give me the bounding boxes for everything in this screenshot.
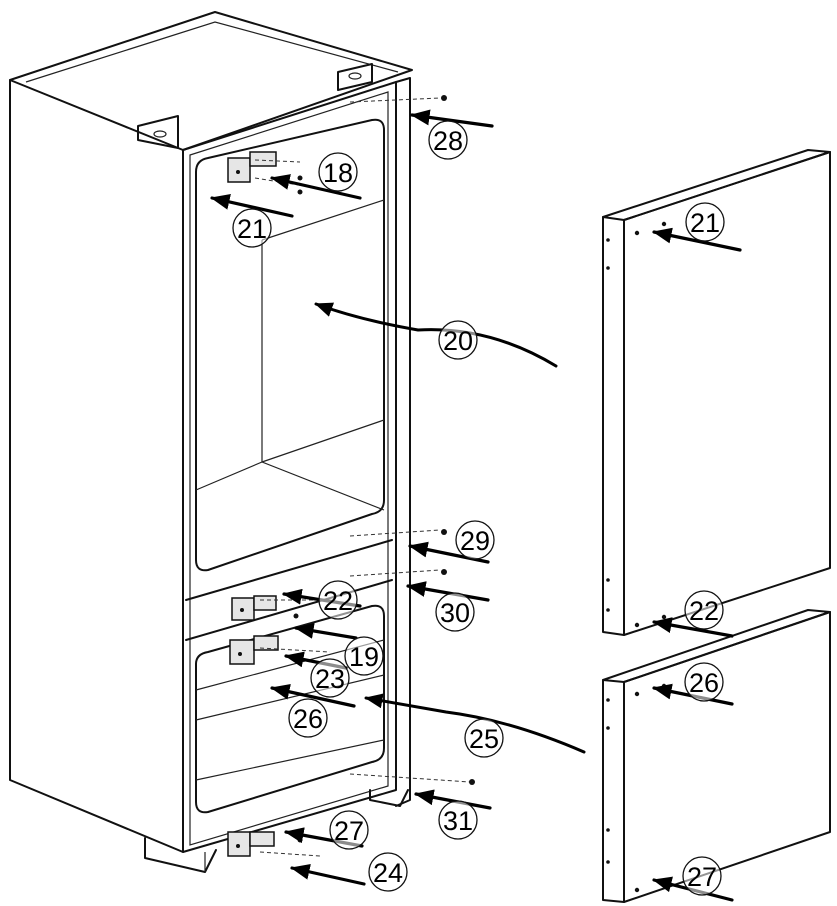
callout-19: 19: [344, 636, 384, 676]
top-bracket: [137, 115, 179, 149]
hinge-icon: [227, 151, 277, 183]
screw-guides: [254, 95, 475, 857]
callout-label: 27: [687, 862, 717, 892]
filled-arrow-icon: [652, 227, 742, 252]
callout-27-door: 27: [682, 856, 722, 896]
filled-arrow-icon: [652, 617, 734, 638]
filled-arrow-icon: [410, 109, 494, 128]
filled-arrow-icon: [270, 683, 356, 708]
callout-label: 31: [443, 806, 473, 836]
callout-label: 18: [323, 158, 353, 188]
screw-icon: [441, 529, 447, 535]
hinges: [227, 151, 279, 857]
callout-21: 21: [232, 208, 272, 248]
callout-30: 30: [435, 592, 475, 632]
foot-right: [369, 789, 409, 807]
callout-label: 20: [443, 326, 473, 356]
callout-26: 26: [288, 698, 328, 738]
callouts: 28 18 21 21 20 29 30 22 22 19 23 26 26 2…: [232, 120, 725, 896]
callout-label: 30: [440, 598, 470, 628]
leader-line-25: [364, 693, 586, 754]
mid-divider: [185, 539, 393, 601]
hinge-icon: [227, 831, 275, 857]
screw-icon: [441, 95, 447, 101]
callout-label: 26: [689, 668, 719, 698]
cabinet-front-frame: [182, 81, 397, 853]
callout-31: 31: [438, 800, 478, 840]
callout-label: 27: [334, 816, 364, 846]
screw-icon: [297, 175, 303, 181]
callout-24: 24: [368, 852, 408, 892]
callout-20: 20: [438, 320, 478, 360]
filled-arrow-icon: [294, 623, 358, 640]
filled-arrow-icon: [270, 174, 362, 200]
cabinet-top: [9, 11, 413, 151]
callout-25: 25: [464, 718, 504, 758]
screw-icon: [441, 569, 447, 575]
fridge-compartment: [195, 118, 385, 572]
callout-28: 28: [428, 120, 468, 160]
filled-arrow-icon: [406, 581, 490, 602]
callout-label: 28: [433, 126, 463, 156]
cabinet: [9, 11, 413, 873]
callout-label: 22: [689, 596, 719, 626]
callout-23: 23: [310, 658, 350, 698]
callout-label: 23: [315, 664, 345, 694]
callout-label: 21: [690, 208, 720, 238]
filled-arrow-icon: [290, 864, 366, 886]
callout-label: 19: [349, 642, 379, 672]
arrows: [210, 109, 742, 902]
hinge-icon: [229, 635, 279, 665]
callout-22: 22: [318, 580, 358, 620]
foot-left: [144, 837, 217, 873]
callout-label: 22: [323, 586, 353, 616]
callout-label: 29: [460, 526, 490, 556]
screw-icon: [469, 779, 475, 785]
screw-icon: [293, 613, 299, 619]
callout-label: 25: [469, 724, 499, 754]
callout-22-door: 22: [684, 590, 724, 630]
callout-18: 18: [318, 152, 358, 192]
mounting-rail: [395, 77, 411, 807]
upper-door-panel: [602, 149, 831, 636]
screw-icon: [297, 837, 303, 843]
cabinet-left-side: [9, 79, 184, 853]
filled-arrow-icon: [210, 194, 294, 218]
freezer-compartment: [195, 604, 385, 814]
screw-icon: [297, 189, 303, 195]
leader-line-20: [314, 302, 558, 368]
callout-27: 27: [329, 810, 369, 850]
callout-label: 21: [237, 214, 267, 244]
callout-26-door: 26: [684, 662, 724, 702]
callout-21-door: 21: [685, 202, 725, 242]
callout-label: 26: [293, 704, 323, 734]
lower-door-panel: [602, 609, 831, 903]
callout-29: 29: [455, 520, 495, 560]
callout-label: 24: [373, 858, 403, 888]
